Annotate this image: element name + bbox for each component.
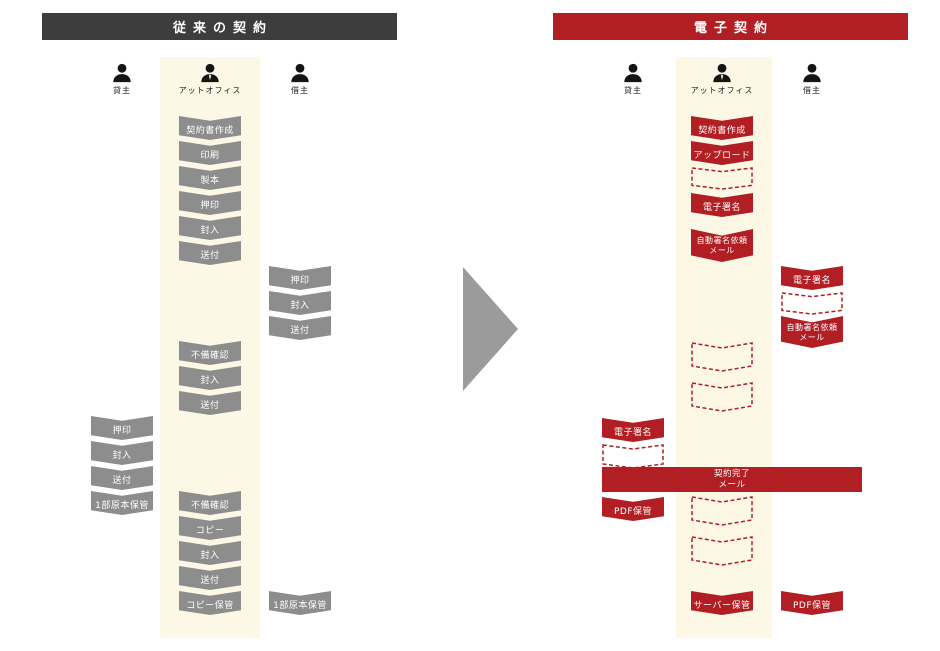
actor-label: アットオフィス (690, 86, 754, 95)
dashed-step-outline (691, 167, 753, 190)
flow-step-placeholder (602, 444, 664, 469)
dashed-step-outline (691, 536, 753, 566)
dashed-step-outline (691, 496, 753, 526)
dashed-step-outline (691, 342, 753, 372)
person-icon (713, 63, 731, 83)
actor-label: 貸主 (624, 86, 642, 95)
electronic-contract-header: 電子契約 (553, 13, 908, 40)
flow-step-placeholder (691, 342, 753, 372)
flow-step: 押印 (91, 416, 153, 440)
flow-step: 押印 (269, 266, 331, 290)
flow-step: PDF保管 (602, 497, 664, 521)
flow-step: 送付 (91, 466, 153, 490)
flow-step: 1部原本保管 (91, 491, 153, 515)
actor-label: アットオフィス (178, 86, 242, 95)
actor-atoffice: アットオフィス (690, 62, 754, 96)
flow-step-placeholder (691, 496, 753, 526)
flow-step: 送付 (269, 316, 331, 340)
flow-step: 印刷 (179, 141, 241, 165)
actor-lessee: 借主 (268, 62, 332, 96)
person-icon (803, 63, 821, 83)
actor-label: 貸主 (113, 86, 131, 95)
flow-step: サーバー保管 (691, 591, 753, 615)
flow-step-placeholder (691, 382, 753, 412)
transition-arrow-icon (463, 267, 518, 391)
flow-step: 封入 (269, 291, 331, 315)
dashed-step-outline (691, 382, 753, 412)
dashed-step-outline (602, 444, 664, 469)
person-icon (624, 63, 642, 83)
actor-label: 借主 (803, 86, 821, 95)
person-icon (113, 63, 131, 83)
person-icon (201, 63, 219, 83)
contract-complete-banner: 契約完了 メール (602, 467, 862, 492)
actor-lessor: 貸主 (601, 62, 665, 96)
flow-step-placeholder (691, 167, 753, 190)
flow-step-placeholder (691, 536, 753, 566)
flow-step: 押印 (179, 191, 241, 215)
flow-step-placeholder (781, 292, 843, 315)
actor-label: 借主 (291, 86, 309, 95)
flow-step: 電子署名 (781, 266, 843, 290)
actor-lessee: 借主 (780, 62, 844, 96)
flow-step: PDF保管 (781, 591, 843, 615)
person-icon (291, 63, 309, 83)
flow-step: 1部原本保管 (269, 591, 331, 615)
traditional-contract-header: 従来の契約 (42, 13, 397, 40)
actor-lessor: 貸主 (90, 62, 154, 96)
dashed-step-outline (781, 292, 843, 315)
actor-atoffice: アットオフィス (178, 62, 242, 96)
flow-step: 電子署名 (602, 418, 664, 442)
flow-step: 自動署名依頼 メール (781, 316, 843, 348)
flow-step: 封入 (91, 441, 153, 465)
